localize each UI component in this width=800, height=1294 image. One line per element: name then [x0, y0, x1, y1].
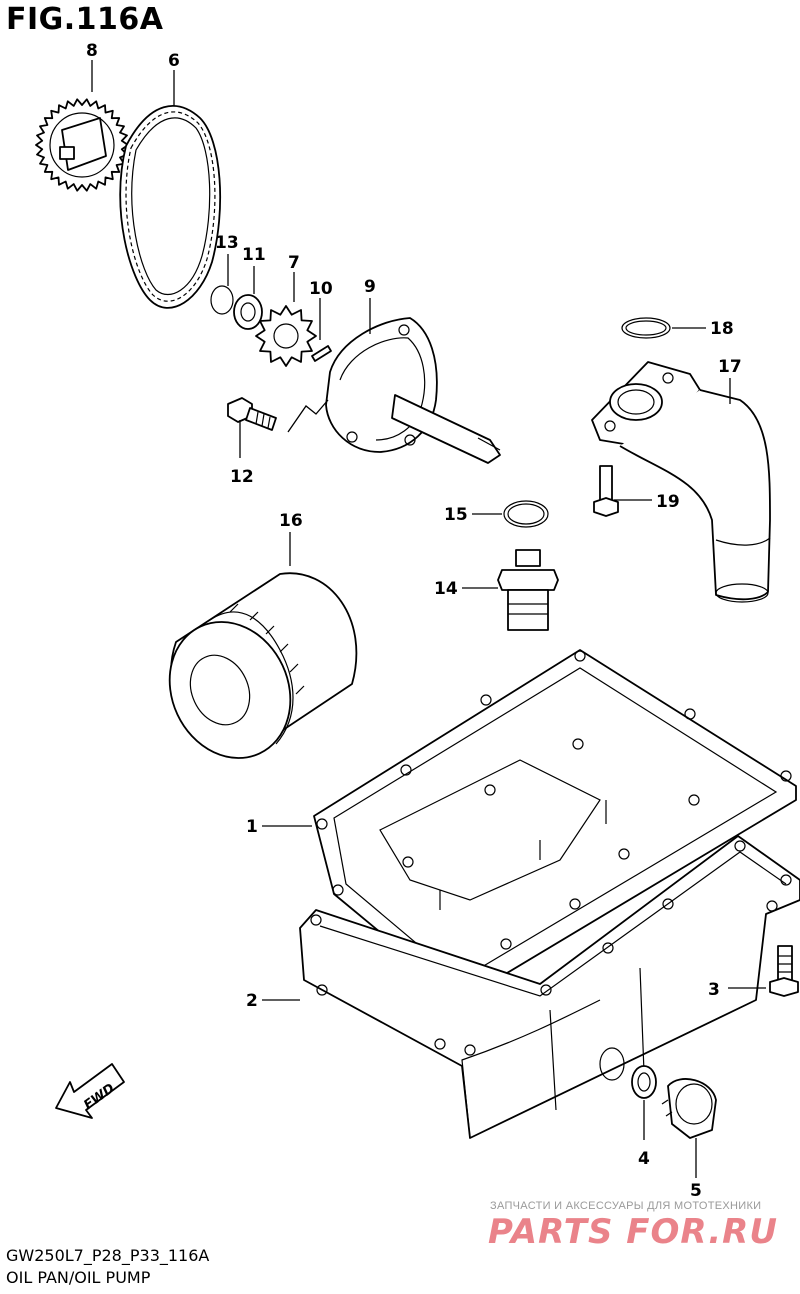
figure-name: OIL PAN/OIL PUMP	[6, 1268, 151, 1287]
label-part-18: 18	[710, 319, 734, 339]
bolt-hole	[569, 898, 581, 910]
forward-arrow-icon: FWD	[55, 1063, 125, 1119]
label-part-14: 14	[434, 579, 458, 599]
bolt-hole	[572, 738, 584, 750]
bolt-hole	[402, 856, 414, 868]
oil-pressure-switch-part-14[interactable]	[497, 549, 559, 631]
label-part-17: 17	[718, 357, 742, 377]
label-part-5: 5	[690, 1181, 702, 1201]
label-part-1: 1	[246, 817, 258, 837]
bolt-part-19[interactable]	[593, 465, 619, 517]
circlip-part-13[interactable]	[210, 285, 234, 315]
bolt-hole	[780, 770, 792, 782]
oil-pan-part-2[interactable]	[299, 759, 800, 1139]
figure-code: GW250L7_P28_P33_116A	[6, 1246, 210, 1265]
label-part-2: 2	[246, 991, 258, 1011]
watermark-tagline: ЗАПЧАСТИ И АКСЕССУАРЫ ДЛЯ МОТОТЕХНИКИ	[490, 1200, 762, 1212]
bolt-hole	[316, 818, 328, 830]
label-part-16: 16	[279, 511, 303, 531]
oil-filter-part-16[interactable]	[148, 572, 358, 778]
bolt-hole	[574, 650, 586, 662]
label-part-9: 9	[364, 277, 376, 297]
sprocket-part-8[interactable]	[35, 98, 129, 192]
o-ring-part-18[interactable]	[621, 317, 671, 339]
bolt-hole	[332, 884, 344, 896]
label-part-13: 13	[215, 233, 239, 253]
oil-pump-part-9[interactable]	[325, 317, 501, 464]
bolt-hole	[316, 984, 328, 996]
bolt-hole	[734, 840, 746, 852]
label-part-19: 19	[656, 492, 680, 512]
washer-part-4[interactable]	[631, 1065, 657, 1099]
bolt-hole	[484, 784, 496, 796]
pump-gear-part-7[interactable]	[255, 305, 317, 367]
bolt-hole	[480, 694, 492, 706]
label-part-7: 7	[288, 253, 300, 273]
bolt-hole	[500, 938, 512, 950]
label-part-12: 12	[230, 467, 254, 487]
bolt-part-12[interactable]	[227, 397, 277, 431]
label-part-8: 8	[86, 41, 98, 61]
bolt-hole	[766, 900, 778, 912]
pin-part-10[interactable]	[311, 345, 332, 362]
oil-strainer-part-17[interactable]	[591, 361, 771, 603]
label-part-11: 11	[242, 245, 266, 265]
drain-plug-part-5[interactable]	[661, 1078, 717, 1139]
label-part-4: 4	[638, 1149, 650, 1169]
bolt-hole	[662, 898, 674, 910]
bolt-hole	[684, 708, 696, 720]
o-ring-part-15[interactable]	[503, 500, 549, 528]
label-part-6: 6	[168, 51, 180, 71]
label-part-15: 15	[444, 505, 468, 525]
bolt-part-3[interactable]	[769, 945, 799, 997]
bolt-hole	[434, 1038, 446, 1050]
watermark-brand: PARTS FOR.RU	[488, 1212, 778, 1252]
bolt-hole	[310, 914, 322, 926]
bolt-hole	[602, 942, 614, 954]
bolt-hole	[400, 764, 412, 776]
washer-part-11[interactable]	[233, 294, 263, 330]
gasket-part-1[interactable]	[313, 649, 797, 1001]
bolt-hole	[688, 794, 700, 806]
cam-chain-part-6[interactable]	[119, 105, 222, 309]
label-part-3: 3	[708, 980, 720, 1000]
figure-title: FIG.116A	[6, 2, 164, 37]
bolt-hole	[618, 848, 630, 860]
label-part-10: 10	[309, 279, 333, 299]
bolt-hole	[780, 874, 792, 886]
bolt-hole	[464, 1044, 476, 1056]
bolt-hole	[540, 984, 552, 996]
